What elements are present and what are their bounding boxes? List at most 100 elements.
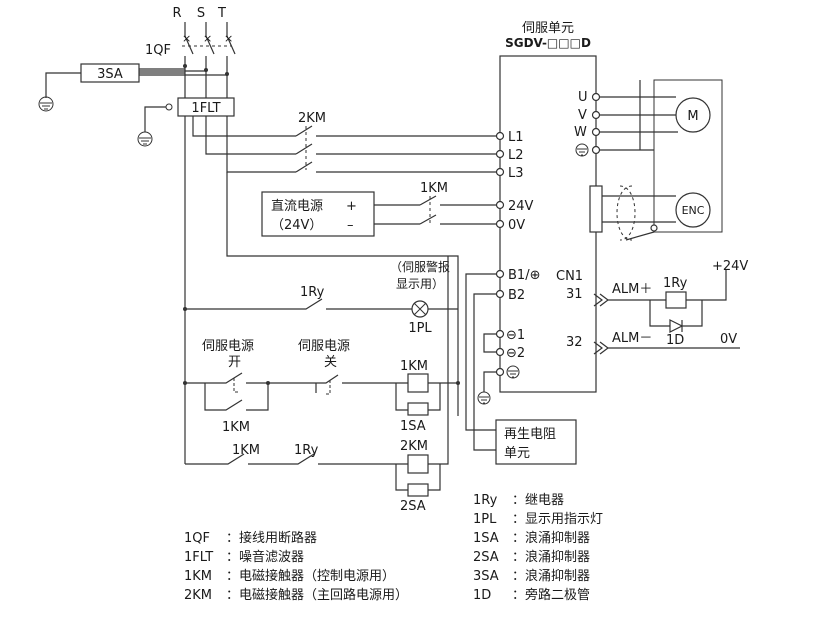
terminal-u: U: [578, 90, 588, 105]
terminal-l2: L2: [508, 148, 524, 163]
km1-coil-label: 1KM: [400, 359, 428, 374]
terminal-l1: L1: [508, 130, 524, 145]
alm-minus-label: ALM－: [612, 331, 652, 346]
servo-on-line1: 伺服电源: [202, 339, 254, 354]
legend-desc: ：显示用指示灯: [512, 512, 603, 527]
pin31-label: 31: [566, 287, 583, 302]
motor-label: M: [687, 109, 698, 124]
servo-model: SGDV-□□□D: [505, 36, 591, 50]
lamp-label: 1PL: [408, 321, 432, 336]
filter-label: 1FLT: [191, 101, 220, 116]
legend-code: 1QF: [184, 531, 210, 546]
legend-desc: ：浪涌抑制器: [512, 531, 590, 546]
relay-contact-label: 1Ry: [300, 285, 325, 300]
sa1-label: 1SA: [400, 419, 426, 434]
main-circuit-wiring: 2KM: [192, 111, 496, 173]
sa2-label: 2SA: [400, 499, 426, 514]
servo-title: 伺服单元: [522, 21, 574, 36]
terminal-0v: 0V: [508, 218, 525, 233]
terminal-v: V: [578, 108, 587, 123]
terminal-b1: B1/⊕: [508, 268, 540, 283]
km1-rung-label: 1KM: [232, 443, 260, 458]
servo-power-rung: 伺服电源 开 伺服电源 关 1KM 1KM 1SA: [183, 307, 458, 435]
legend-desc: ：浪涌抑制器: [512, 569, 590, 584]
legend-code: 1PL: [473, 512, 497, 527]
ground-icon: [38, 96, 54, 112]
lamp-note-line2: 显示用）: [396, 277, 444, 291]
breaker-1qf: × × × 1QF: [145, 22, 236, 98]
phase-s-label: S: [197, 6, 205, 21]
phase-t-label: T: [217, 6, 226, 21]
zero-v-label: 0V: [720, 332, 737, 347]
servo-off-line2: 关: [324, 355, 337, 370]
dc-supply-title: 直流电源: [271, 199, 323, 214]
legend-code: 2SA: [473, 550, 499, 565]
legend-desc: ：电磁接触器（控制电源用）: [226, 568, 395, 584]
km2-coil-label: 2KM: [400, 439, 428, 454]
diode-label: 1D: [666, 333, 684, 348]
servo-left-terminals: L1 L2 L3 24V 0V B1/⊕ B2 ⊖1 ⊖2: [495, 130, 540, 379]
terminal-b2: B2: [508, 288, 525, 303]
legend-desc: ：接线用断路器: [226, 530, 317, 546]
svg-text:×: ×: [203, 32, 212, 45]
km1-holding-label: 1KM: [222, 420, 250, 435]
dc-plus: +: [346, 199, 357, 214]
svg-text:×: ×: [224, 32, 233, 45]
control-power-wiring: [184, 116, 459, 464]
encoder-label: ENC: [682, 204, 705, 217]
ground-icon: [137, 131, 153, 147]
main-contactor-rung: 1KM 1Ry 2KM 2SA: [185, 256, 460, 514]
terminal-l3: L3: [508, 166, 524, 181]
servo-unit: 伺服单元 SGDV-□□□D L1 L2 L3 24V 0V B1/⊕ B2 ⊖…: [495, 21, 603, 393]
cn1-label: CN1: [556, 269, 583, 284]
svg-text:×: ×: [182, 32, 191, 45]
regen-line2: 单元: [504, 446, 530, 461]
phase-r-label: R: [172, 6, 181, 21]
km1-contact-label: 1KM: [420, 181, 448, 196]
ground-icon: [477, 391, 491, 405]
servo-off-line1: 伺服电源: [298, 339, 350, 354]
legend-desc: ：噪音滤波器: [226, 549, 304, 565]
relay-rung-label: 1Ry: [294, 443, 319, 458]
legend-desc: ：旁路二极管: [512, 587, 590, 603]
motor-assembly: M ENC: [600, 79, 723, 241]
dc-supply-voltage: （24V）: [271, 218, 322, 233]
legend-code: 1Ry: [473, 493, 498, 508]
legend-code: 3SA: [473, 569, 499, 584]
lamp-note-line1: （伺服警报: [390, 259, 450, 274]
regen-line1: 再生电阻: [504, 427, 556, 442]
regen-resistor-unit: 再生电阻 单元: [495, 419, 577, 465]
legend-right: 1Ry：继电器1PL：显示用指示灯1SA：浪涌抑制器2SA：浪涌抑制器3SA：浪…: [473, 493, 603, 603]
legend-code: 2KM: [184, 588, 212, 603]
servo-on-line2: 开: [228, 355, 241, 370]
servo-right-terminals: U V W CN1 31 32: [556, 90, 601, 350]
phase-labels: R S T: [172, 6, 226, 21]
sa3-label: 3SA: [97, 67, 123, 82]
km2-label: 2KM: [298, 111, 326, 126]
legend-code: 1FLT: [184, 550, 213, 565]
ground-icon: [575, 143, 589, 157]
breaker-label: 1QF: [145, 43, 171, 58]
legend-code: 1D: [473, 588, 491, 603]
dc-minus: –: [347, 218, 354, 233]
alm-plus-label: ALM＋: [612, 282, 652, 297]
plus24-label: +24V: [712, 259, 748, 274]
legend-code: 1SA: [473, 531, 499, 546]
noise-filter-1flt: 1FLT: [137, 97, 235, 147]
legend-left: 1QF：接线用断路器1FLT：噪音滤波器1KM：电磁接触器（控制电源用）2KM：…: [184, 530, 408, 603]
dc-power-supply: 直流电源 （24V） + – 1KM: [261, 181, 496, 237]
alarm-output-circuit: ALM＋ ALM－ 1Ry 1D +24V 0V: [593, 259, 748, 355]
ground-icon: [506, 365, 520, 379]
terminal-24v: 24V: [508, 199, 534, 214]
legend-desc: ：浪涌抑制器: [512, 550, 590, 565]
terminal-w: W: [574, 125, 587, 140]
pin32-label: 32: [566, 335, 583, 350]
terminal-minus2: ⊖2: [506, 346, 525, 361]
lamp-icon: [411, 300, 429, 318]
alarm-lamp-rung: 1Ry （伺服警报 显示用） 1PL: [185, 259, 458, 336]
relay-coil-label: 1Ry: [663, 276, 688, 291]
legend-code: 1KM: [184, 569, 212, 584]
regen-jumper-wiring: [465, 273, 496, 451]
